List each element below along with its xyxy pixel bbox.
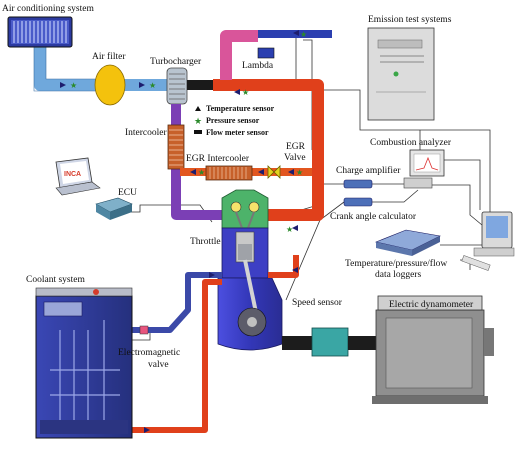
egr-sensors: ★ ★ xyxy=(190,168,303,177)
sensor-legend: Temperature sensor ★ Pressure sensor Flo… xyxy=(194,104,275,137)
emission-test-systems-label: Emission test systems xyxy=(368,15,452,25)
throttle-label: Throttle xyxy=(190,237,221,247)
intercooler xyxy=(167,124,185,170)
pressure-sensor-icon: ★ xyxy=(296,168,303,177)
pressure-sensor-icon: ★ xyxy=(70,81,77,90)
air-filter-label: Air filter xyxy=(92,51,126,62)
combustion-analyzer xyxy=(403,149,445,189)
speed-sensor-label: Speed sensor xyxy=(292,298,343,308)
data-loggers-label-1: Temperature/pressure/flow xyxy=(345,258,447,269)
electric-dynamometer-label: Electric dynamometer xyxy=(389,300,474,310)
electromagnetic-valve xyxy=(139,325,149,335)
legend-flow-label: Flow meter sensor xyxy=(206,128,269,137)
electromagnetic-valve-label-1: Electromagnetic xyxy=(118,348,180,358)
coolant-system-cabinet xyxy=(35,287,133,439)
egr-intercooler-label: EGR Intercooler xyxy=(186,154,250,164)
inca-laptop xyxy=(55,157,101,196)
legend-flow-icon xyxy=(194,130,202,134)
egr-intercooler xyxy=(205,165,253,181)
pressure-sensor-icon: ★ xyxy=(149,81,156,90)
electromagnetic-valve-label-2: valve xyxy=(148,360,169,370)
air-filter xyxy=(94,64,126,106)
intercooler-label: Intercooler xyxy=(125,128,168,138)
egr-valve-label-1: EGR xyxy=(286,142,306,152)
egr-valve xyxy=(267,165,281,179)
lambda-label: Lambda xyxy=(242,61,274,71)
pressure-sensor-icon: ★ xyxy=(198,168,205,177)
legend-temperature-icon xyxy=(195,106,201,111)
dynamometer-label-box xyxy=(377,295,483,311)
charge-amplifier xyxy=(343,179,373,189)
legend-temperature-label: Temperature sensor xyxy=(206,104,275,113)
pressure-sensor-icon: ★ xyxy=(300,30,307,39)
engine-block xyxy=(217,227,283,351)
air-conditioning-unit xyxy=(7,16,73,48)
computer xyxy=(461,211,515,271)
coolant-sensor xyxy=(144,427,150,433)
exhaust-sensors: ★ ★ ★ xyxy=(234,30,307,234)
coolant-sensor xyxy=(209,272,215,278)
crank-angle-calculator-label: Crank angle calculator xyxy=(330,212,417,222)
coolant-system-label: Coolant system xyxy=(26,275,85,285)
electric-dynamometer xyxy=(372,309,494,404)
engine-head xyxy=(221,189,269,229)
pressure-sensor-icon: ★ xyxy=(242,88,249,97)
coolant-sensor xyxy=(292,267,298,273)
exhaust-pipe xyxy=(213,79,324,221)
turbocharger xyxy=(166,67,213,105)
data-loggers-label-2: data loggers xyxy=(375,270,421,280)
crank-angle-calculator xyxy=(343,197,373,207)
pressure-sensor-icon: ★ xyxy=(286,225,293,234)
intake-sensors: ★ ★ xyxy=(60,81,156,90)
drive-shaft xyxy=(282,327,376,357)
exhaust-tailpipe xyxy=(220,30,258,80)
intake-air-pipe-outline xyxy=(33,42,100,92)
legend-pressure-icon: ★ xyxy=(194,116,202,126)
emission-test-cabinet xyxy=(367,27,435,121)
turbocharger-label: Turbocharger xyxy=(150,57,202,67)
inca-label: INCA xyxy=(64,171,81,178)
ecu-unit xyxy=(95,197,133,220)
charge-amplifier-label: Charge amplifier xyxy=(336,165,401,176)
combustion-analyzer-label: Combustion analyzer xyxy=(370,138,452,148)
intake-charge-pipe xyxy=(171,104,222,220)
lambda-sensor xyxy=(257,47,275,59)
egr-valve-label-2: Valve xyxy=(284,153,306,163)
ecu-label: ECU xyxy=(118,188,137,198)
air-conditioning-system-label: Air conditioning system xyxy=(2,4,94,14)
legend-pressure-label: Pressure sensor xyxy=(206,116,260,125)
data-loggers xyxy=(374,229,441,256)
